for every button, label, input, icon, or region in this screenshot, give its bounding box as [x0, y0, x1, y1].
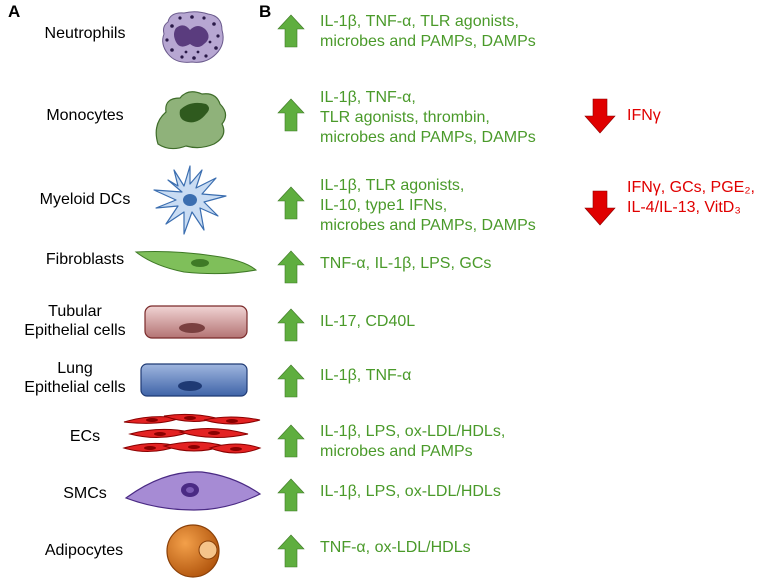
upregulator-line: microbes and PAMPs, DAMPs [320, 129, 536, 146]
downregulator-list: IFNγ, GCs, PGE₂, IL-4/IL-13, VitD₃ [627, 178, 755, 218]
upregulator-line: microbes and PAMPs, DAMPs [320, 217, 536, 234]
up-arrow-icon [277, 478, 305, 512]
fibroblast-icon [134, 251, 258, 275]
endothelial-cells-icon [122, 413, 262, 454]
tubular-epithelial-cell-icon [144, 305, 248, 339]
upregulator-line: IL-17, CD40L [320, 313, 416, 330]
upregulator-line: TLR agonists, thrombin, [320, 109, 490, 126]
downregulator-line: IL-4/IL-13, VitD₃ [627, 199, 741, 216]
upregulator-list: IL-17, CD40L [320, 312, 415, 332]
down-arrow-icon [584, 190, 616, 226]
neutrophil-icon [162, 11, 224, 63]
upregulator-line: IL-1β, LPS, ox-LDL/HDLs [320, 483, 501, 500]
upregulator-line: IL-1β, TNF-α [320, 367, 412, 384]
upregulator-line: IL-1β, TNF-α, TLR agonists, [320, 13, 519, 30]
lung-epithelial-cell-icon [140, 363, 248, 397]
upregulator-line: IL-1β, TLR agonists, [320, 177, 465, 194]
cell-name: Neutrophils [10, 24, 160, 43]
up-arrow-icon [277, 308, 305, 342]
cell-name: Fibroblasts [10, 250, 160, 269]
cell-name: ECs [20, 427, 150, 446]
cell-name-line: Tubular [48, 303, 102, 320]
cell-name: Adipocytes [14, 541, 154, 560]
cell-name-line: Neutrophils [44, 25, 126, 42]
upregulator-list: IL-1β, LPS, ox-LDL/HDLs [320, 482, 501, 502]
cell-name: Monocytes [10, 106, 160, 125]
cell-name: Tubular Epithelial cells [0, 302, 150, 340]
downregulator-list: IFNγ [627, 106, 661, 126]
cell-name-line: Epithelial cells [24, 322, 126, 339]
panel-label-a: A [8, 2, 21, 21]
upregulator-list: IL-1β, TNF-α [320, 366, 411, 386]
upregulator-line: microbes and PAMPs, DAMPs [320, 33, 536, 50]
upregulator-list: TNF-α, ox-LDL/HDLs [320, 538, 471, 558]
upregulator-line: microbes and PAMPs [320, 443, 473, 460]
monocyte-icon [155, 91, 227, 150]
panel-label-b: B [259, 2, 272, 21]
cell-name-line: Adipocytes [44, 542, 124, 559]
up-arrow-icon [277, 364, 305, 398]
up-arrow-icon [277, 14, 305, 48]
down-arrow-icon [584, 98, 616, 134]
upregulator-list: IL-1β, TLR agonists, IL-10, type1 IFNs, mi… [320, 176, 536, 236]
upregulator-line: TNF-α, ox-LDL/HDLs [320, 539, 471, 556]
upregulator-list: IL-1β, TNF-α, TLR agonists, microbes and … [320, 12, 536, 52]
up-arrow-icon [277, 534, 305, 568]
cell-name: SMCs [20, 484, 150, 503]
upregulator-list: TNF-α, IL-1β, LPS, GCs [320, 254, 491, 274]
cell-name-line: Fibroblasts [45, 251, 125, 268]
upregulator-line: TNF-α, IL-1β, LPS, GCs [320, 255, 492, 272]
smooth-muscle-cell-icon [124, 471, 262, 511]
up-arrow-icon [277, 186, 305, 220]
cell-name-line: Myeloid DCs [39, 191, 131, 208]
cell-name-line: SMCs [63, 485, 107, 502]
upregulator-list: IL-1β, LPS, ox-LDL/HDLs, microbes and PAM… [320, 422, 505, 462]
cell-name: Lung Epithelial cells [0, 359, 150, 397]
up-arrow-icon [277, 98, 305, 132]
upregulator-list: IL-1β, TNF-α, TLR agonists, thrombin, micr… [320, 88, 536, 148]
downregulator-line: IFNγ [627, 107, 661, 124]
upregulator-line: IL-1β, TNF-α, [320, 89, 416, 106]
dendritic-cell-icon [153, 165, 227, 235]
cell-name-line: ECs [69, 428, 101, 445]
cell-name: Myeloid DCs [10, 190, 160, 209]
adipocyte-icon [166, 524, 220, 578]
up-arrow-icon [277, 424, 305, 458]
upregulator-line: IL-1β, LPS, ox-LDL/HDLs, [320, 423, 506, 440]
downregulator-line: IFNγ, GCs, PGE₂, [627, 179, 755, 196]
upregulator-line: IL-10, type1 IFNs, [320, 197, 448, 214]
cell-name-line: Lung [57, 360, 93, 377]
cell-name-line: Monocytes [46, 107, 124, 124]
up-arrow-icon [277, 250, 305, 284]
cell-name-line: Epithelial cells [24, 379, 126, 396]
